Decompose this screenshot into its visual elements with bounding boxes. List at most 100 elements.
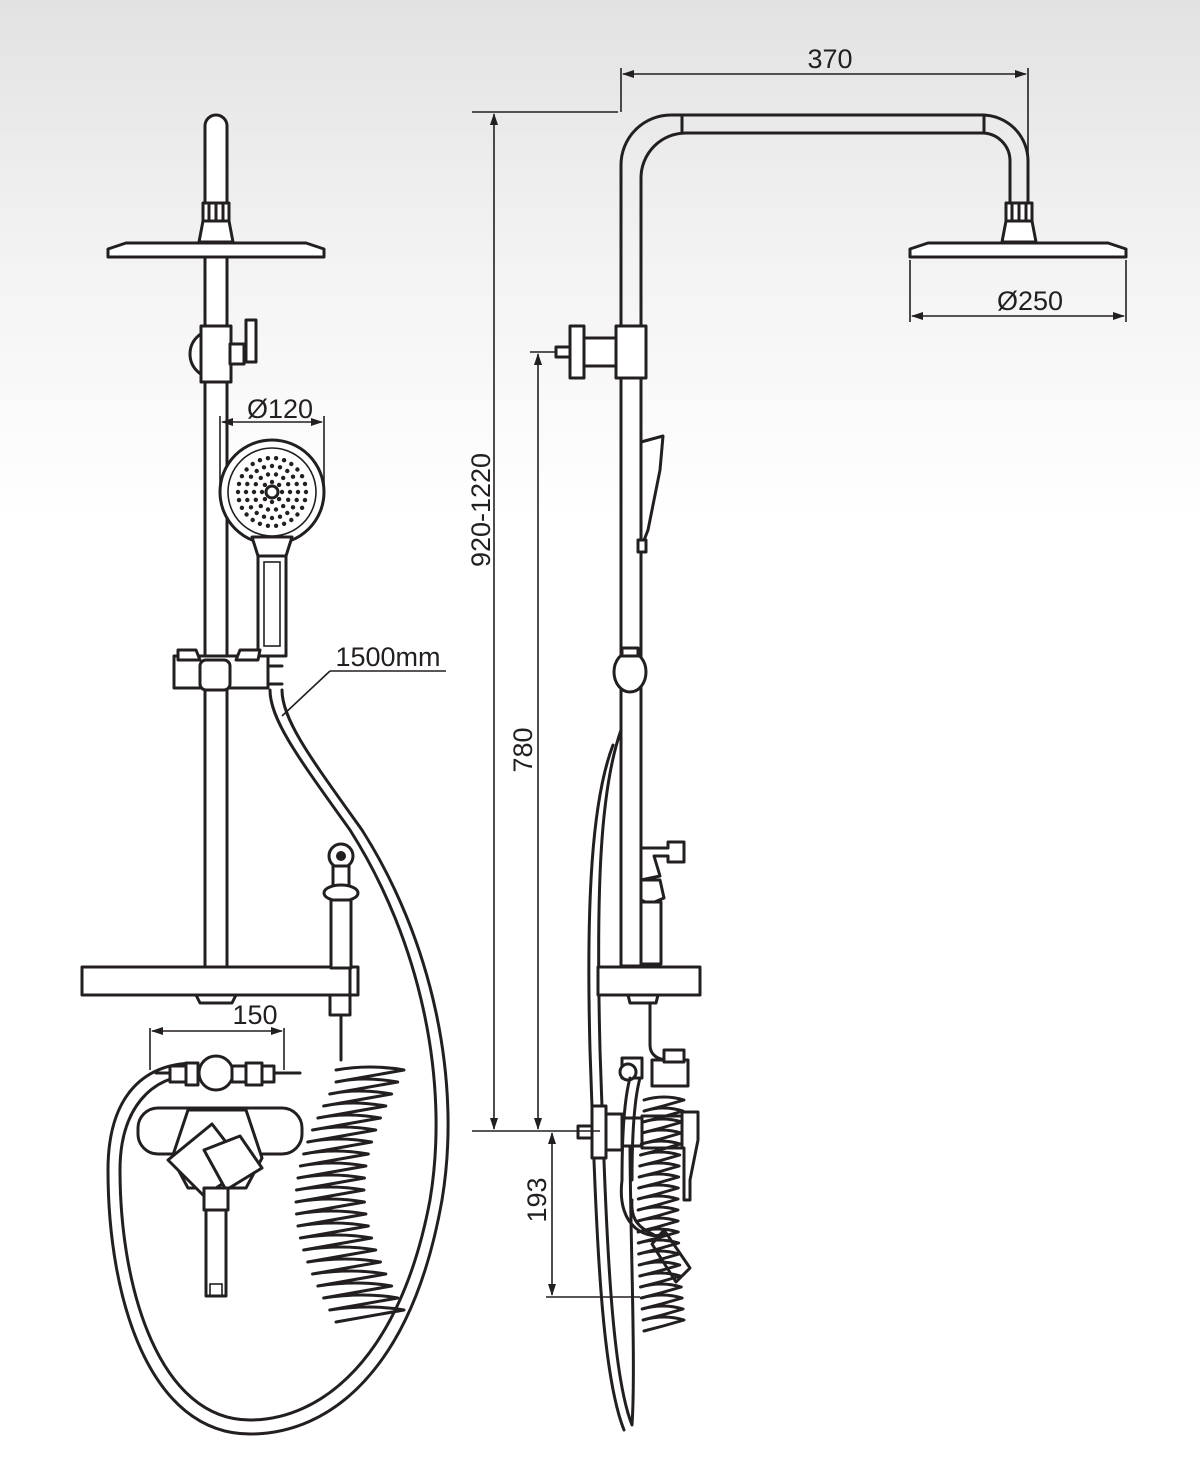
nozzle-dot (295, 467, 300, 472)
nozzle-dot (258, 503, 263, 509)
nozzle-dot (281, 458, 287, 463)
dim-hose-leader (281, 670, 331, 717)
nozzle-dot (295, 512, 300, 517)
nozzle-dot (244, 512, 249, 517)
nozzle-dot (269, 463, 275, 469)
dim-column-height: 780 (508, 727, 538, 772)
front-upper-diverter-knob (228, 342, 246, 366)
nozzle-dot (295, 489, 301, 495)
nozzle-dot (250, 517, 255, 523)
nozzle-dot (236, 497, 242, 503)
nozzle-dot (273, 456, 279, 461)
nozzle-dot (254, 510, 259, 516)
nozzle-dot (265, 472, 271, 477)
front-hand-shower-nozzles (235, 456, 309, 528)
nozzle-dot (269, 499, 275, 505)
nozzle-dot (265, 523, 271, 528)
nozzle-dot (289, 461, 294, 467)
side-wall-escutcheon (590, 1104, 608, 1160)
nozzle-dot (281, 503, 286, 509)
front-riser-top (203, 113, 229, 207)
nozzle-dot (254, 468, 259, 474)
nozzle-dot (244, 467, 249, 472)
front-bottom-outlet (204, 1208, 228, 1298)
side-shower-arm (619, 113, 1030, 332)
nozzle-dot (265, 456, 271, 461)
nozzle-dot (269, 515, 275, 521)
nozzle-dot (245, 497, 250, 503)
front-hand-shower-hose-outer (118, 688, 438, 1422)
nozzle-dot (262, 482, 268, 488)
nozzle-dot (290, 474, 296, 479)
dim-total-height: 920-1220 (466, 453, 496, 567)
nozzle-dot (265, 507, 271, 512)
dim-arm-width: 370 (807, 44, 852, 74)
dim-hose-length: 1500mm (335, 642, 440, 672)
nozzle-dot (248, 474, 254, 479)
nozzle-dot (245, 481, 250, 487)
nozzle-dot (239, 505, 245, 510)
dim-hand-shower-diameter: Ø120 (247, 394, 313, 424)
front-mixer-valve (136, 1054, 304, 1298)
front-view: Ø120 1500mm 150 (80, 113, 450, 1436)
front-coiled-sprayer-hose (294, 1065, 406, 1324)
nozzle-dot (277, 514, 283, 519)
nozzle-dot (302, 481, 308, 487)
front-upper-diverter-lever (244, 318, 258, 364)
nozzle-dot (259, 489, 265, 495)
nozzle-dot (289, 517, 294, 523)
side-coiled-hose (636, 1095, 686, 1333)
side-shelf (596, 965, 702, 997)
nozzle-dot (253, 497, 258, 502)
front-hand-shower (218, 438, 326, 658)
nozzle-dot (258, 475, 263, 481)
nozzle-dot (281, 475, 286, 481)
nozzle-dot (251, 489, 257, 495)
side-hose (597, 728, 635, 1427)
nozzle-dot (281, 521, 287, 526)
front-hand-shower-hose-inner (106, 688, 450, 1436)
side-view: 370 Ø250 920-1220 780 193 (466, 44, 1128, 1432)
nozzle-dot (294, 497, 299, 503)
nozzle-dot (277, 465, 283, 470)
nozzle-dot (261, 465, 267, 470)
nozzle-dot (303, 489, 309, 495)
nozzle-dot (273, 523, 279, 528)
side-rain-shower-head (908, 241, 1128, 259)
nozzle-dot (250, 461, 255, 467)
dim-rain-head-diameter: Ø250 (997, 286, 1063, 316)
front-rain-shower-head (106, 241, 326, 259)
nozzle-dot (262, 496, 268, 502)
nozzle-dot (299, 505, 305, 510)
side-hand-shower (639, 434, 665, 550)
nozzle-dot (294, 481, 299, 487)
nozzle-dot (261, 514, 267, 519)
nozzle-dot (248, 505, 254, 510)
nozzle-dot (285, 510, 290, 516)
nozzle-dot (257, 521, 263, 526)
nozzle-dot (253, 482, 258, 487)
side-mixer-valve (576, 1048, 700, 1284)
nozzle-dot (269, 479, 275, 485)
nozzle-dot (286, 482, 291, 487)
dim-outlet-height: 193 (522, 1177, 552, 1222)
nozzle-dot (243, 489, 249, 495)
side-bidet-holder (639, 840, 686, 882)
nozzle-dot (287, 489, 293, 495)
front-shower-head-neck (197, 219, 235, 244)
nozzle-dot (279, 489, 285, 495)
nozzle-dot (257, 458, 263, 463)
nozzle-dot (239, 474, 245, 479)
nozzle-dot (302, 497, 308, 503)
nozzle-dot (276, 482, 282, 488)
nozzle-dot (236, 481, 242, 487)
side-bidet-sprayer (639, 900, 663, 966)
nozzle-dot (285, 468, 290, 474)
dim-inlet-spacing: 150 (232, 1000, 277, 1030)
nozzle-dot (290, 505, 296, 510)
nozzle-dot (273, 507, 279, 512)
nozzle-dot (273, 472, 279, 477)
nozzle-dot (276, 496, 282, 502)
nozzle-dot (235, 489, 241, 495)
